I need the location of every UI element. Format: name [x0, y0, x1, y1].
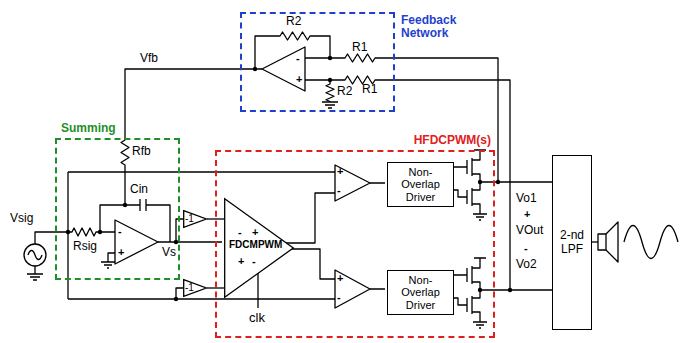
block-label: 2-nd LPF	[555, 229, 589, 255]
driver-box: Non-Overlap Driver	[387, 270, 454, 315]
junction-dots	[66, 230, 70, 234]
filter-box: 2-nd LPF	[552, 155, 592, 330]
triangle-outline	[184, 211, 207, 228]
mosfet-symbol	[450, 182, 480, 214]
feedforward-wire	[68, 298, 335, 299]
junction-dots	[328, 56, 332, 60]
speaker-symbol	[598, 234, 606, 250]
junction-dots	[253, 67, 257, 71]
block-label: Non-Overlap Driver	[390, 166, 451, 202]
junction-dots	[478, 180, 482, 184]
source-symbol	[28, 251, 42, 260]
signal-wire	[286, 193, 335, 243]
junction-dots	[478, 288, 482, 292]
block-label: Non-Overlap Driver	[390, 274, 451, 310]
source-symbol	[24, 244, 46, 266]
pin-sign: -	[337, 291, 341, 304]
signal-label: Vo1	[516, 192, 537, 206]
summing-region: Summing	[55, 138, 180, 280]
pin-sign: -	[296, 52, 300, 65]
sound-wave	[624, 226, 678, 259]
comparator-symbol	[335, 165, 370, 201]
block-label: -1	[185, 282, 194, 293]
mosfet-symbol	[450, 150, 486, 182]
pin-sign: -	[238, 226, 242, 239]
speaker-symbol	[606, 222, 618, 262]
junction-dots	[174, 240, 178, 244]
output-wire	[480, 182, 552, 290]
mosfet-symbol	[450, 258, 486, 290]
resistor-label: Rfb	[132, 145, 151, 159]
inverter-block: -1	[183, 279, 207, 297]
clock-wire	[257, 271, 258, 308]
resistor-symbol	[255, 32, 330, 69]
signal-wire	[35, 232, 68, 244]
feedforward-wire	[68, 171, 335, 172]
capacitor-symbol	[100, 199, 170, 242]
signal-label: Vfb	[140, 52, 158, 66]
pin-sign: +	[524, 208, 530, 221]
resistor-label: R1	[362, 83, 377, 97]
resistor-symbol	[326, 80, 334, 102]
block-label: FDCMPWM	[229, 239, 282, 250]
junction-dots	[123, 203, 127, 207]
pin-sign: -	[337, 184, 341, 197]
pin-sign: -	[524, 242, 528, 255]
mosfet-symbol	[450, 290, 480, 322]
pin-sign: -	[118, 225, 122, 238]
ground-symbol	[473, 322, 487, 328]
pin-sign: -	[252, 255, 256, 268]
resistor-label: Rsig	[73, 240, 97, 254]
pin-sign: +	[238, 255, 244, 268]
feedback-region: Feedback Network	[240, 12, 395, 112]
opamp-symbol	[115, 220, 158, 264]
comparator-symbol	[335, 270, 370, 308]
region-title: Summing	[61, 122, 131, 135]
driver-box: Non-Overlap Driver	[387, 162, 454, 207]
resistor-symbol	[305, 76, 510, 290]
ground-symbol	[27, 266, 43, 280]
signal-wire	[158, 241, 222, 242]
pin-sign: +	[337, 272, 343, 285]
feedback-wire	[121, 69, 255, 205]
inverter-block: -1	[183, 210, 207, 228]
signal-label: Vs	[162, 246, 176, 260]
resistor-label: R2	[286, 15, 301, 29]
signal-label: Vsig	[10, 212, 33, 226]
triangle-outline	[184, 280, 207, 297]
junction-dots	[66, 56, 512, 301]
junction-dots	[98, 230, 102, 234]
ground-symbol	[473, 214, 487, 220]
signal-label: Vo2	[516, 258, 537, 272]
pin-sign: +	[337, 165, 343, 178]
resistor-label: R1	[352, 41, 367, 55]
block-label: -1	[185, 213, 194, 224]
junction-dots	[328, 78, 332, 82]
clock-label: clk	[249, 311, 265, 326]
junction-dots	[174, 297, 178, 301]
junction-dots	[496, 180, 500, 184]
resistor-label: R2	[337, 85, 352, 99]
ground-symbol	[322, 102, 338, 108]
region-title: Feedback Network	[401, 14, 463, 40]
fdcmpwm-block: FDCMPWM	[224, 198, 294, 298]
junction-dots	[508, 288, 512, 292]
triangle-outline	[225, 199, 294, 298]
capacitor-label: Cin	[130, 183, 148, 197]
modulator-region: FDCMPWMNon-Overlap DriverNon-Overlap Dri…	[215, 150, 495, 338]
region-title: HFDCPWM(s)	[387, 134, 491, 147]
signal-label: VOut	[516, 224, 543, 238]
pin-sign: +	[296, 73, 302, 86]
signal-wire	[370, 183, 385, 289]
pin-sign: +	[252, 226, 258, 239]
ground-symbol	[101, 253, 115, 268]
signal-wire	[286, 249, 335, 279]
pin-sign: +	[118, 246, 124, 259]
opamp-symbol	[262, 47, 305, 91]
resistor-symbol	[68, 228, 115, 236]
